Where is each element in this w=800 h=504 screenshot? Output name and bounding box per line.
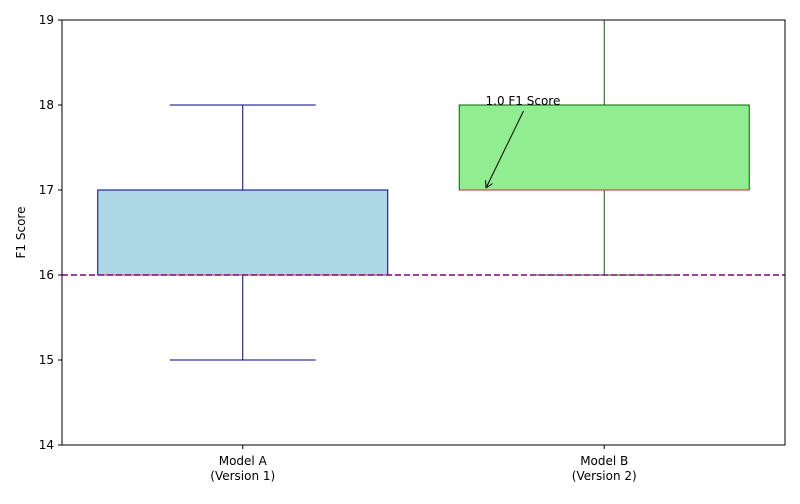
y-tick-label: 19 [39,13,54,27]
box-iqr [458,104,750,191]
y-tick-label: 15 [39,353,54,367]
box-group [97,104,389,361]
x-tick-label: Model A(Version 1) [210,454,275,483]
y-tick-label: 18 [39,98,54,112]
annotation-arrow [487,110,524,187]
y-tick-label: 14 [39,438,54,452]
y-axis-label: F1 Score [14,207,28,259]
y-tick-label: 16 [39,268,54,282]
box-iqr [97,189,389,276]
annotation-text: 1.0 F1 Score [486,94,561,108]
x-tick-label: Model B(Version 2) [572,454,637,483]
box-group [458,19,750,276]
plot-area-frame [61,19,786,446]
y-tick-label: 17 [39,183,54,197]
